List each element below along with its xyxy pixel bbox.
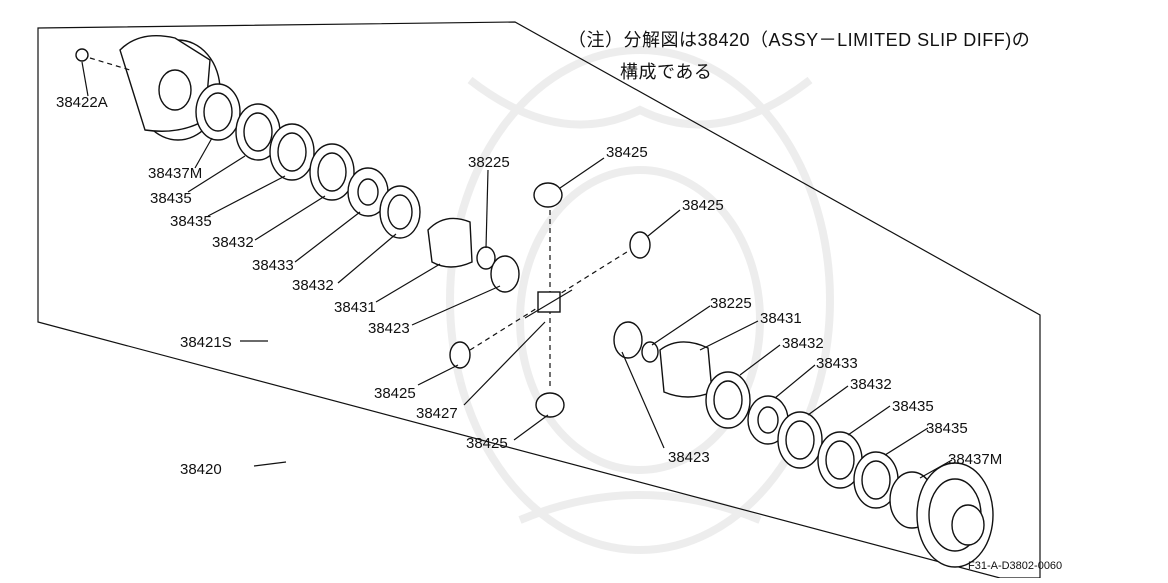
- label-38421S: 38421S: [180, 334, 232, 351]
- label-38427: 38427: [416, 405, 458, 422]
- watermark-emblem: [446, 46, 834, 554]
- note-line-1: （注）分解図は38420（ASSY－LIMITED SLIP DIFF)の: [568, 30, 1031, 50]
- note-line-2: 構成である: [620, 62, 713, 82]
- label-38423-left: 38423: [368, 320, 410, 337]
- label-38433-left: 38433: [252, 257, 294, 274]
- label-38420: 38420: [180, 461, 222, 478]
- label-38435-right-2: 38435: [926, 420, 968, 437]
- pinion-assembly: [449, 182, 651, 418]
- label-38425-left: 38425: [374, 385, 416, 402]
- label-38425-right: 38425: [682, 197, 724, 214]
- label-38435-left-1: 38435: [150, 190, 192, 207]
- label-38423-right: 38423: [668, 449, 710, 466]
- label-38435-right-1: 38435: [892, 398, 934, 415]
- disc-stack-left: [195, 83, 520, 293]
- label-38435-left-2: 38435: [170, 213, 212, 230]
- label-38225-upper: 38225: [468, 154, 510, 171]
- label-38422A: 38422A: [56, 94, 108, 111]
- leader-lines: [81, 61, 953, 479]
- label-38437M-right: 38437M: [948, 451, 1002, 468]
- label-38432-left-2: 38432: [292, 277, 334, 294]
- label-38432-left-1: 38432: [212, 234, 254, 251]
- label-38431-left: 38431: [334, 299, 376, 316]
- drawing-code: F31-A-D3802-0060: [968, 560, 1062, 572]
- label-38437M-left: 38437M: [148, 165, 202, 182]
- label-38425-top: 38425: [606, 144, 648, 161]
- label-38432-right-2: 38432: [850, 376, 892, 393]
- label-38431-right: 38431: [760, 310, 802, 327]
- label-38432-right-1: 38432: [782, 335, 824, 352]
- disc-stack-right: [613, 321, 935, 529]
- label-38433-right: 38433: [816, 355, 858, 372]
- label-38425-bottom: 38425: [466, 435, 508, 452]
- label-38225-lower: 38225: [710, 295, 752, 312]
- case-right: [916, 462, 994, 568]
